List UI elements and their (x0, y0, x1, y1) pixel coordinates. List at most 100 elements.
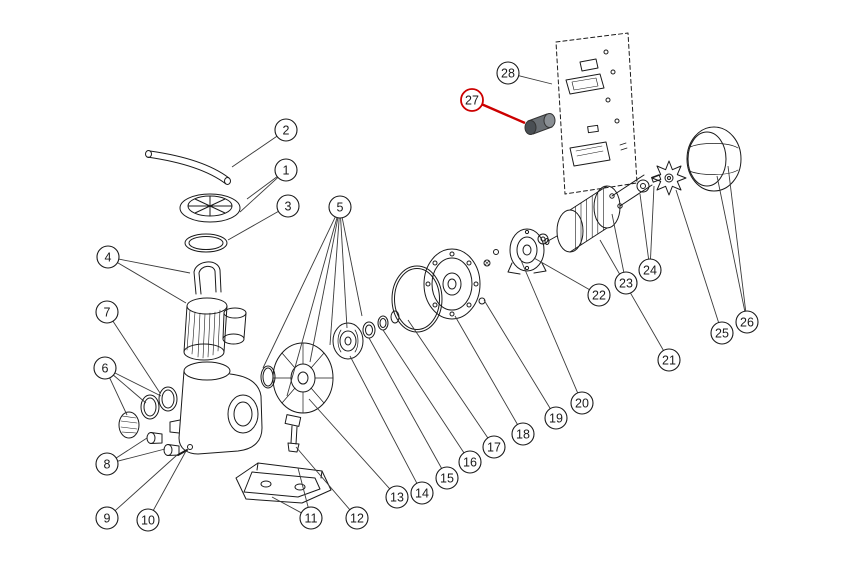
callout-24[interactable]: 24 (638, 185, 662, 282)
callout-10[interactable]: 10 (136, 450, 187, 532)
callout-number: 12 (350, 512, 364, 526)
callout-circle[interactable] (299, 506, 323, 530)
callout-number: 1 (283, 164, 290, 178)
part-diffuser (272, 342, 334, 414)
leader-line (599, 239, 664, 351)
callout-4[interactable]: 4 (96, 245, 191, 304)
callout-6[interactable]: 6 (93, 356, 162, 416)
callout-14[interactable]: 14 (349, 355, 434, 505)
callout-18[interactable]: 18 (454, 315, 535, 446)
part-mounting-screws (478, 249, 499, 305)
part-pump-housing (169, 361, 263, 455)
callout-number: 20 (575, 397, 589, 411)
callout-number: 24 (643, 264, 657, 278)
leader-line (227, 211, 279, 241)
part-handle (145, 150, 231, 185)
part-small-fasteners (177, 444, 193, 456)
leader-line (114, 454, 178, 511)
callout-circle[interactable] (460, 88, 484, 112)
part-fan (651, 160, 687, 196)
callout-circle[interactable] (95, 452, 119, 476)
highlight-leader-line (481, 103, 526, 125)
callout-circle[interactable] (410, 481, 434, 505)
callout-number: 27 (465, 94, 479, 108)
part-shaft-seal (362, 310, 400, 339)
callout-7[interactable]: 7 (95, 300, 161, 394)
callout-13[interactable]: 13 (308, 398, 409, 509)
callout-25[interactable]: 25 (675, 189, 734, 345)
callout-circle[interactable] (458, 450, 482, 474)
callout-circle[interactable] (544, 406, 568, 430)
leader-line (349, 355, 418, 484)
callout-26[interactable]: 26 (716, 165, 759, 334)
leader-line (675, 189, 720, 323)
leader-line (109, 377, 128, 416)
leader-line (246, 176, 278, 200)
leader-line (368, 337, 442, 469)
callout-circle[interactable] (93, 356, 117, 380)
callout-circle[interactable] (657, 348, 681, 372)
callout-5[interactable]: 5 (262, 195, 363, 397)
callout-circle[interactable] (570, 391, 594, 415)
callout-3[interactable]: 3 (227, 194, 300, 241)
callout-circle[interactable] (96, 245, 120, 269)
callout-28[interactable]: 28 (496, 61, 553, 85)
leader-line (114, 372, 162, 397)
leader-line (611, 213, 625, 273)
callout-circle[interactable] (511, 422, 535, 446)
callout-22[interactable]: 22 (533, 257, 611, 307)
callout-16[interactable]: 16 (382, 329, 482, 474)
callout-circle[interactable] (95, 300, 119, 324)
leader-line (112, 320, 161, 394)
callout-23[interactable]: 23 (611, 213, 638, 295)
callout-11[interactable]: 11 (271, 467, 323, 530)
callout-circle[interactable] (328, 195, 352, 219)
callout-number: 6 (102, 362, 109, 376)
leader-line (382, 329, 465, 454)
part-motor-bolts (609, 174, 653, 209)
callout-number: 14 (415, 487, 429, 501)
callout-circle[interactable] (95, 506, 119, 530)
callout-1[interactable]: 1 (239, 158, 298, 213)
callout-number: 17 (487, 441, 501, 455)
callout-12[interactable]: 12 (295, 446, 369, 530)
leader-line (340, 217, 348, 329)
callout-circle[interactable] (274, 118, 298, 142)
callout-19[interactable]: 19 (483, 299, 568, 430)
leader-line (341, 217, 363, 317)
callout-circle[interactable] (735, 310, 759, 334)
part-strainer-basket (183, 297, 228, 361)
callout-circle[interactable] (274, 158, 298, 182)
callout-9[interactable]: 9 (95, 454, 178, 530)
callout-circle[interactable] (587, 283, 611, 307)
callout-2[interactable]: 2 (231, 118, 298, 168)
callout-15[interactable]: 15 (368, 337, 459, 490)
callout-number: 3 (285, 200, 292, 214)
leader-line (309, 217, 339, 363)
part-bearing (636, 174, 662, 193)
callout-8[interactable]: 8 (95, 437, 166, 476)
callout-circle[interactable] (136, 508, 160, 532)
callout-circle[interactable] (435, 466, 459, 490)
leader-line (716, 175, 746, 312)
callout-27[interactable]: 27 (460, 88, 526, 125)
callout-circle[interactable] (345, 506, 369, 530)
callout-number: 13 (390, 491, 404, 505)
callout-number: 9 (104, 512, 111, 526)
callout-circle[interactable] (482, 435, 506, 459)
callout-number: 10 (141, 514, 155, 528)
callout-circle[interactable] (614, 271, 638, 295)
callout-circle[interactable] (710, 321, 734, 345)
callout-21[interactable]: 21 (599, 239, 681, 372)
callout-circle[interactable] (496, 61, 520, 85)
callout-17[interactable]: 17 (407, 319, 506, 459)
callout-20[interactable]: 20 (519, 257, 594, 415)
callout-circle[interactable] (385, 485, 409, 509)
callout-circle[interactable] (276, 194, 300, 218)
callout-number: 16 (463, 456, 477, 470)
callout-number: 7 (104, 306, 111, 320)
part-impeller (332, 322, 364, 360)
part-drain-plugs (146, 432, 180, 456)
callout-circle[interactable] (638, 258, 662, 282)
